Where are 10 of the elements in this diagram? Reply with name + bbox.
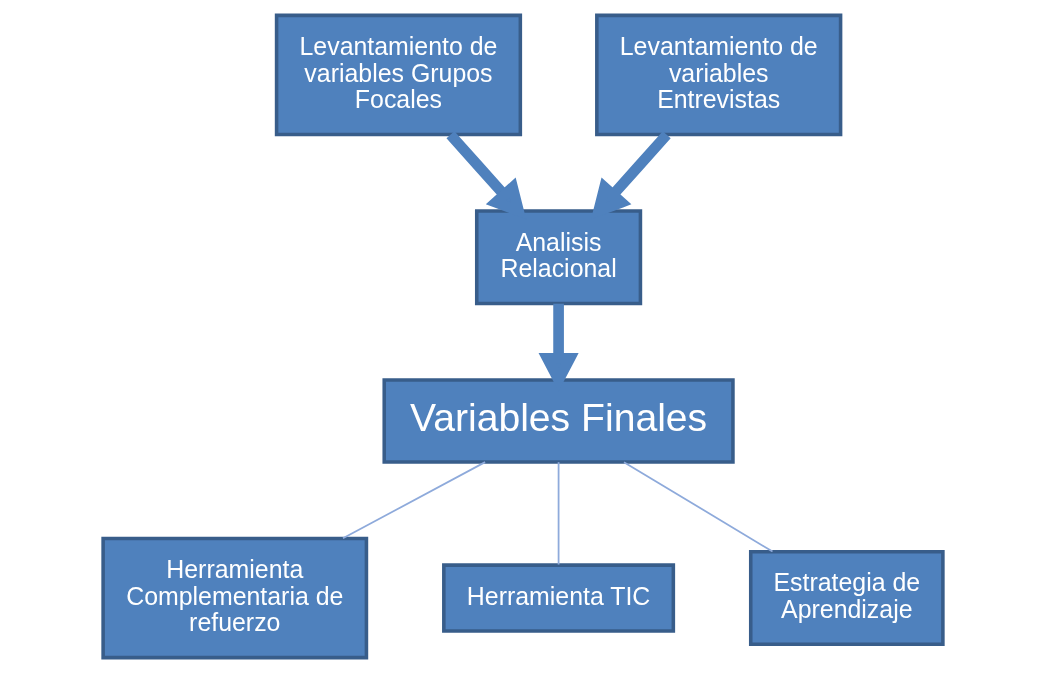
node-box: Herramienta TIC — [441, 563, 675, 633]
node-box: Levantamiento de variables Grupos Focales — [274, 13, 522, 137]
connector — [557, 461, 559, 566]
node-box: Levantamiento de variables Entrevistas — [594, 13, 842, 137]
node-box: Analisis Relacional — [474, 209, 642, 306]
node-box: Variables Finales — [381, 378, 735, 464]
node-box: Estrategia de Aprendizaje — [748, 550, 945, 647]
node-box: Herramienta Complementaria de refuerzo — [100, 536, 368, 660]
connector — [622, 461, 773, 553]
connector — [341, 461, 486, 540]
